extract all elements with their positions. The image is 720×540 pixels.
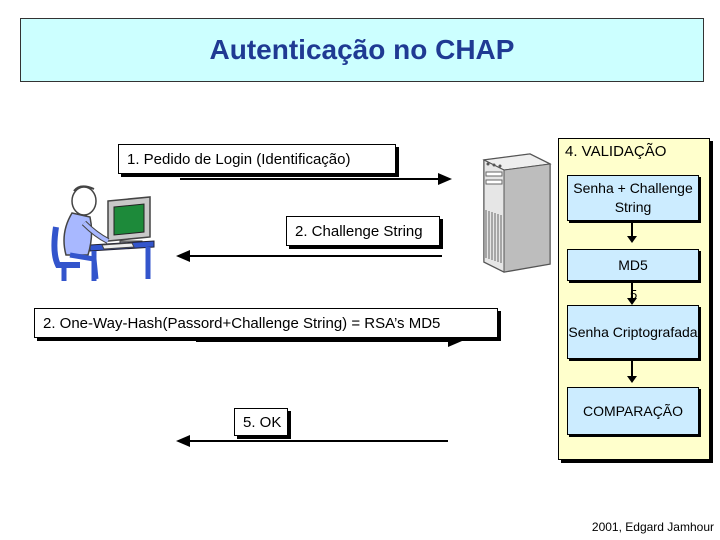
- credit-text: 2001, Edgard Jamhour: [591, 520, 714, 534]
- login-request-label: 1. Pedido de Login (Identificação): [118, 144, 396, 174]
- step-md5: MD5: [567, 249, 699, 281]
- validation-panel: 4. VALIDAÇÃO Senha + Challenge String MD…: [558, 138, 710, 460]
- challenge-arrow: [176, 250, 442, 262]
- server-tower-icon: [482, 153, 552, 273]
- challenge-label: 2. Challenge String: [286, 216, 440, 246]
- stray-mark: 5: [630, 287, 638, 302]
- flow-arrow: [627, 283, 637, 305]
- hash-arrow: [196, 335, 462, 347]
- ok-label: 5. OK: [234, 408, 288, 436]
- slide-title-box: Autenticação no CHAP: [20, 18, 704, 82]
- flow-arrow: [627, 223, 637, 243]
- slide-title: Autenticação no CHAP: [209, 34, 515, 65]
- login-request-arrow: [180, 173, 452, 185]
- hash-label: 2. One-Way-Hash(Passord+Challenge String…: [34, 308, 498, 338]
- ok-arrow: [176, 435, 448, 447]
- validation-title: 4. VALIDAÇÃO: [565, 143, 667, 160]
- user-at-computer-icon: [51, 185, 155, 281]
- step-comparison: COMPARAÇÃO: [567, 387, 699, 435]
- step-password-challenge: Senha + Challenge String: [567, 175, 699, 221]
- step-encrypted-password: Senha Criptografada: [567, 305, 699, 359]
- flow-arrow: [627, 361, 637, 383]
